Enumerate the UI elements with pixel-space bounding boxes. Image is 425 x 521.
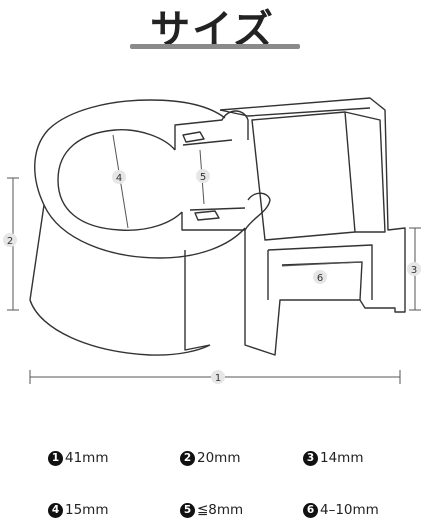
spec-list: 1 41mm 2 20mm 3 14mm 4 15mm 5 ≦8mm 6 4–1…: [0, 440, 425, 520]
holder-window: [251, 111, 356, 241]
spec-number-5: 5: [180, 502, 195, 518]
spec-value-3: 14mm: [320, 450, 364, 466]
holder-top-edge: [219, 107, 371, 117]
spec-number-3: 3: [303, 450, 318, 466]
clip-inner-hole: [57, 129, 183, 231]
clip-neck-inner-bottom: [189, 207, 246, 211]
clip-front-face: [29, 204, 211, 356]
dim-badge-4: [112, 170, 126, 184]
spec-item-5: 5 ≦8mm: [180, 502, 243, 518]
title-underline: [130, 44, 300, 49]
dim-label-5: 5: [200, 172, 206, 183]
slot-bottom: [194, 210, 220, 221]
dim-badge-6: [313, 270, 327, 284]
dim-badge-5: [196, 169, 210, 183]
spec-value-5: ≦8mm: [197, 502, 244, 518]
slot-top: [182, 131, 205, 143]
clip-diagram: 1 2 3 4 5 6: [3, 97, 421, 384]
dim-badge-3: [407, 262, 421, 276]
dim-badge-1: [211, 370, 225, 384]
dim-label-1: 1: [215, 373, 221, 384]
clip-outer-outline: [34, 99, 246, 259]
spec-number-4: 4: [48, 502, 63, 518]
spec-item-1: 1 41mm: [48, 450, 108, 466]
dim-label-3: 3: [411, 265, 417, 276]
clip-neck-bottom: [181, 192, 271, 231]
dim-label-2: 2: [7, 236, 13, 247]
dim-label-4: 4: [116, 173, 122, 184]
clip-neck-top: [174, 110, 249, 150]
dim-label-6: 6: [317, 273, 323, 284]
spec-value-2: 20mm: [197, 450, 241, 466]
spec-value-6: 4–10mm: [320, 502, 379, 518]
holder-outer: [219, 97, 406, 356]
clip-neck-inner-top: [182, 139, 233, 146]
spec-number-1: 1: [48, 450, 63, 466]
spec-item-4: 4 15mm: [48, 502, 108, 518]
title-area: サイズ: [0, 2, 425, 62]
spec-value-1: 41mm: [65, 450, 109, 466]
holder-lower-slot: [267, 244, 373, 300]
dim-badge-2: [3, 233, 17, 247]
holder-window-depth: [344, 111, 386, 233]
spec-number-2: 2: [180, 450, 195, 466]
spec-item-2: 2 20mm: [180, 450, 240, 466]
page-title: サイズ: [150, 7, 275, 53]
clip-front-face-right: [184, 250, 211, 351]
dim-line-6: [281, 261, 363, 267]
spec-value-4: 15mm: [65, 502, 109, 518]
spec-item-3: 3 14mm: [303, 450, 363, 466]
spec-number-6: 6: [303, 502, 318, 518]
spec-item-6: 6 4–10mm: [303, 502, 379, 518]
